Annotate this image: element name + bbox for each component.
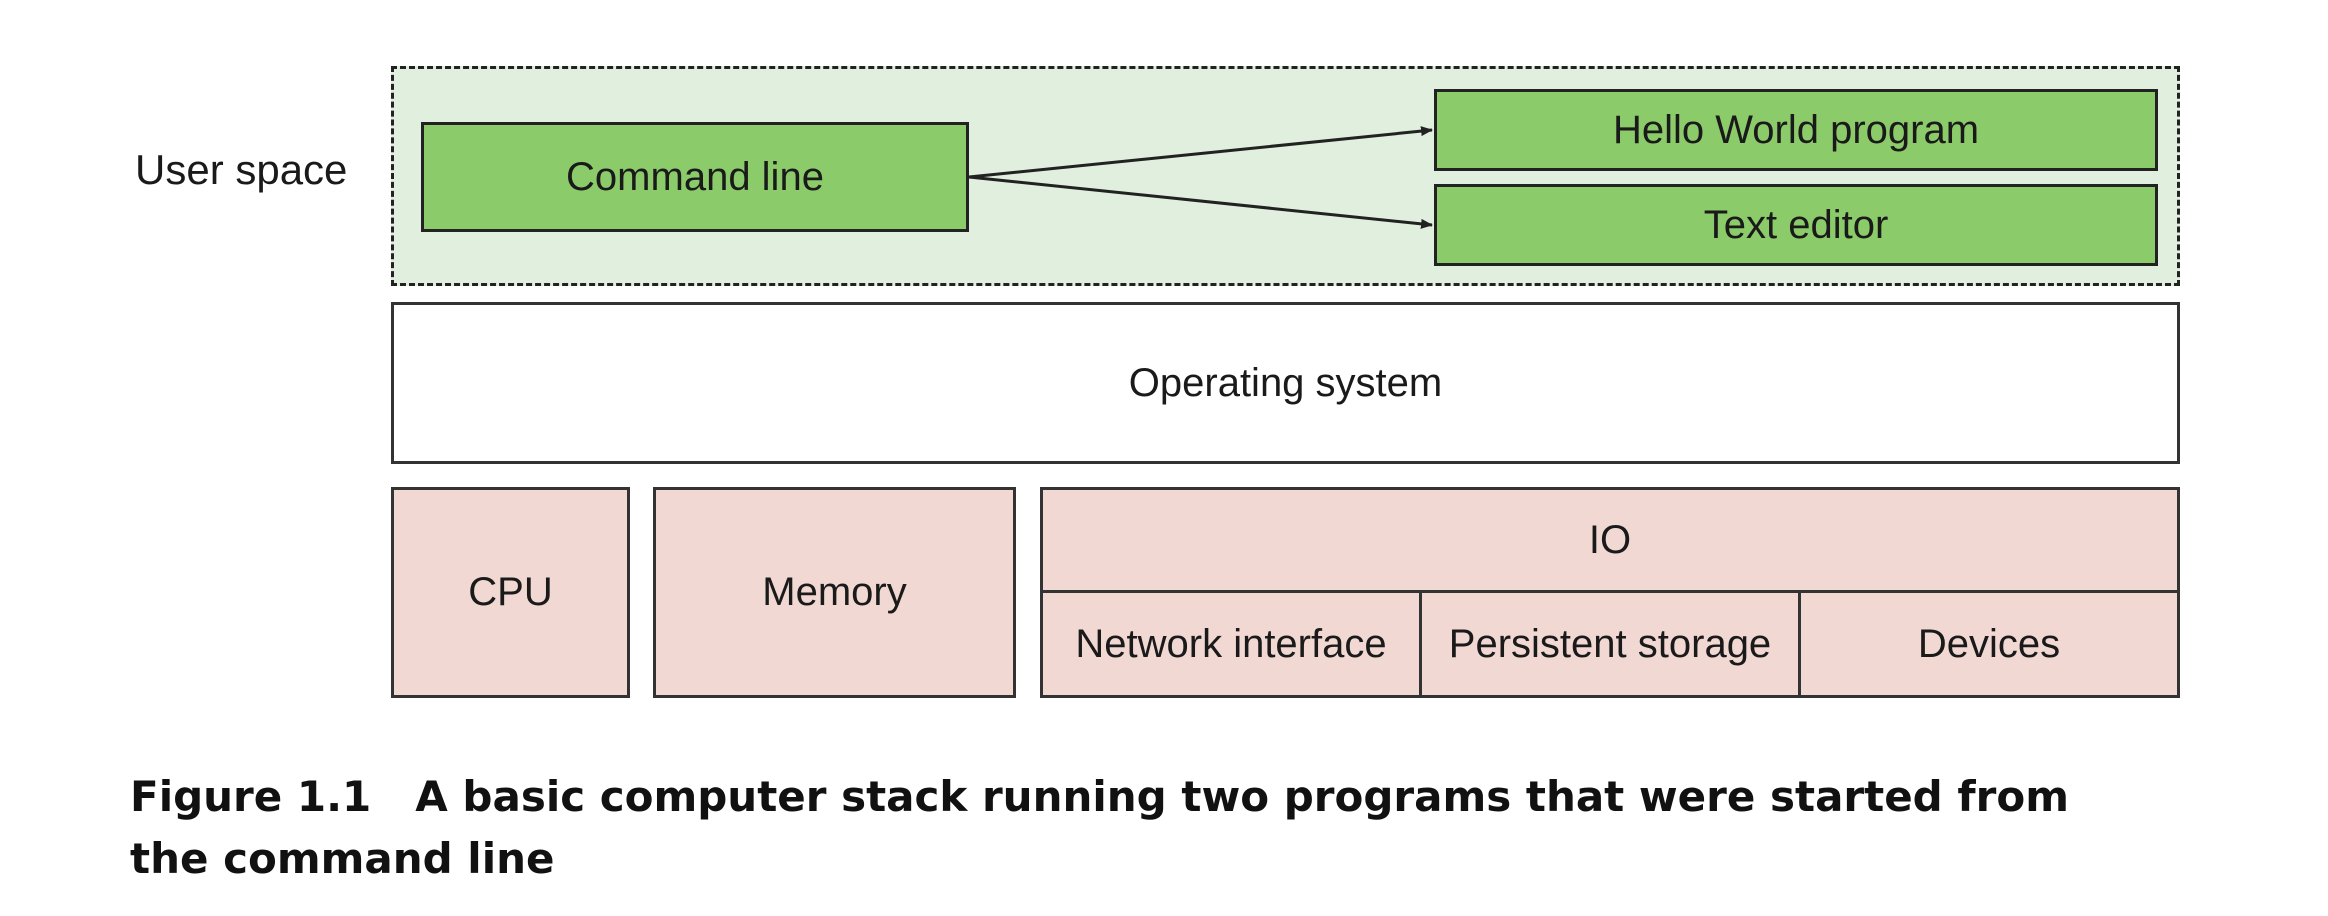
arrow-to-hello-world bbox=[968, 126, 1433, 179]
user-space-label: User space bbox=[135, 146, 348, 193]
io-node: IO bbox=[1040, 487, 2180, 593]
cpu-node: CPU bbox=[391, 487, 630, 698]
persistent-storage-node: Persistent storage bbox=[1419, 590, 1801, 698]
figure-caption-text: A basic computer stack running two progr… bbox=[130, 772, 2069, 883]
arrow-to-text-editor bbox=[968, 175, 1433, 229]
text-editor-node: Text editor bbox=[1434, 184, 2158, 266]
network-interface-node: Network interface bbox=[1040, 590, 1422, 698]
devices-node: Devices bbox=[1798, 590, 2180, 698]
figure-number: Figure 1.1 bbox=[130, 772, 372, 821]
command-line-node: Command line bbox=[421, 122, 969, 232]
hello-world-program-node: Hello World program bbox=[1434, 89, 2158, 171]
memory-node: Memory bbox=[653, 487, 1016, 698]
operating-system-layer: Operating system bbox=[391, 302, 2180, 464]
